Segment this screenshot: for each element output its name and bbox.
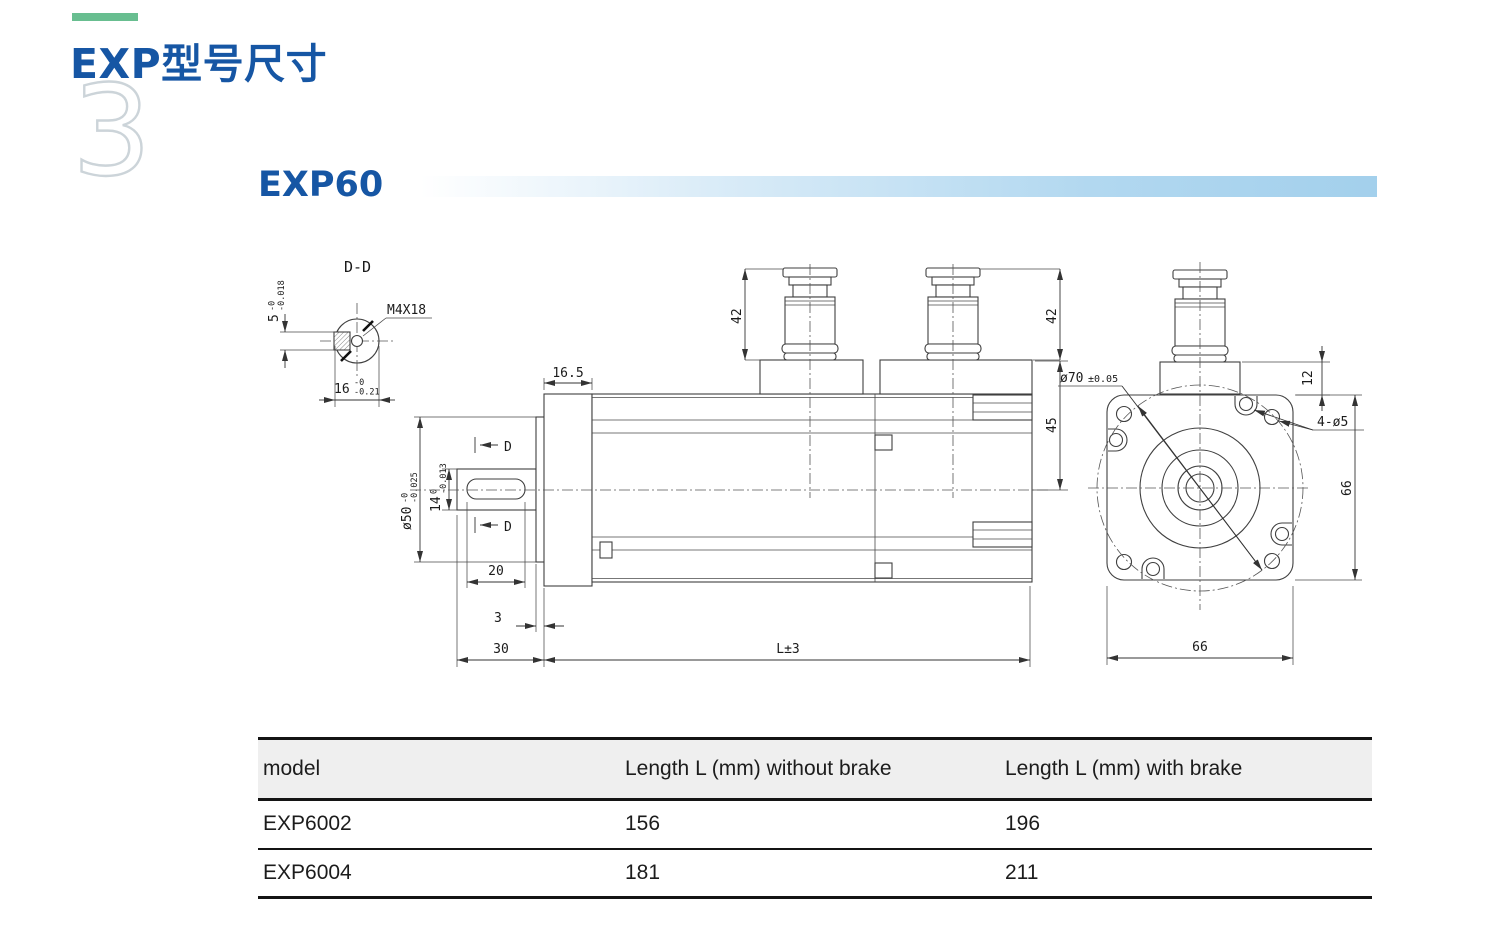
cad-drawing-svg: D-D 5 -0 -0.018 <box>267 258 1364 667</box>
heading-gradient-band <box>420 176 1377 197</box>
svg-text:42: 42 <box>1045 308 1060 324</box>
connector-base-right <box>879 359 1033 395</box>
svg-text:±0.05: ±0.05 <box>1088 374 1118 385</box>
section-number: 3 <box>71 58 153 201</box>
svg-text:-0.018: -0.018 <box>277 280 287 311</box>
dimension-table: model Length L (mm) without brake Length… <box>258 737 1372 899</box>
svg-text:D: D <box>504 440 512 455</box>
svg-text:5: 5 <box>267 314 282 322</box>
dim-top-to-axis: 45 <box>1045 417 1060 433</box>
dim-connector-height-left: 42 <box>730 308 745 324</box>
header-length-without-brake: Length L (mm) without brake <box>625 757 892 780</box>
svg-text:-0: -0 <box>268 301 278 311</box>
header-model: model <box>263 757 321 780</box>
dimension-drawing: D-D 5 -0 -0.018 <box>250 240 1390 685</box>
dimensions-side: 16.5 42 42 45 <box>400 268 1068 667</box>
dim-spigot-thickness: 3 <box>494 611 502 626</box>
header-length-with-brake: Length L (mm) with brake <box>1005 757 1243 780</box>
svg-text:-0: -0 <box>401 493 411 503</box>
centerlines <box>410 262 1310 610</box>
dim-flange-height: 66 <box>1340 480 1355 496</box>
cell-length-with-brake: 211 <box>1005 860 1039 884</box>
section-marker-lower: D <box>474 517 512 535</box>
dimensions-end: ø70 ±0.05 12 4-ø5 <box>1058 346 1364 665</box>
dim-connector-height-right: 42 <box>1045 308 1060 324</box>
dim-flange-width: 66 <box>1192 640 1208 655</box>
mounting-hole <box>1115 553 1133 571</box>
thread-callout: M4X18 <box>387 303 426 318</box>
table-header-row: model Length L (mm) without brake Length… <box>258 738 1372 800</box>
svg-text:0: 0 <box>430 489 440 494</box>
dim-mounting-holes: 4-ø5 <box>1317 415 1348 430</box>
cell-model: EXP6004 <box>263 860 352 884</box>
svg-text:66: 66 <box>1340 480 1355 496</box>
dim-spigot-diameter: ø50 -0 -0.025 <box>400 472 420 530</box>
svg-text:16: 16 <box>334 382 350 397</box>
section-number-text: 3 <box>72 59 152 201</box>
svg-text:42: 42 <box>730 308 745 324</box>
section-marker-upper: D <box>474 437 512 455</box>
page-title: EXP型号尺寸 <box>70 40 328 88</box>
cell-length-without-brake: 181 <box>625 860 661 884</box>
dim-shaft-length: 30 <box>493 642 509 657</box>
svg-text:-0.013: -0.013 <box>439 463 449 494</box>
svg-text:D: D <box>504 520 512 535</box>
section-view-label: D-D <box>344 258 371 276</box>
svg-text:14: 14 <box>429 496 444 512</box>
section-detail-dd: D-D 5 -0 -0.018 <box>267 258 432 407</box>
dim-key-height: 5 -0 -0.018 <box>267 280 287 322</box>
model-heading: EXP60 <box>258 165 384 205</box>
svg-text:ø70: ø70 <box>1060 371 1083 386</box>
svg-text:-0.21: -0.21 <box>354 388 380 398</box>
mounting-hole <box>1263 552 1281 570</box>
green-accent-bar <box>72 13 138 21</box>
mounting-hole <box>1115 405 1133 423</box>
dim-boss-height: 12 <box>1301 370 1316 386</box>
dim-shaft-diameter: 14 0 -0.013 <box>429 463 449 512</box>
dim-flange-thickness: 16.5 <box>552 366 583 381</box>
connector-base-left <box>759 359 864 395</box>
dim-pilot-diameter: ø70 ±0.05 <box>1060 371 1118 386</box>
dim-key-length: 20 <box>488 564 504 579</box>
dim-section-width: 16 -0 -0.21 <box>334 378 380 398</box>
svg-text:ø50: ø50 <box>400 507 415 530</box>
table-row: EXP6004 181 211 <box>258 849 1372 898</box>
cell-length-without-brake: 156 <box>625 812 661 836</box>
dim-body-length: L±3 <box>776 642 799 657</box>
svg-text:-0: -0 <box>354 378 364 388</box>
svg-text:45: 45 <box>1045 417 1060 433</box>
svg-text:-0.025: -0.025 <box>410 472 420 503</box>
cell-model: EXP6002 <box>263 812 352 836</box>
table-row: EXP6002 156 196 <box>258 800 1372 849</box>
svg-text:12: 12 <box>1301 370 1316 386</box>
mounting-hole <box>1263 408 1281 426</box>
cell-length-with-brake: 196 <box>1005 812 1041 836</box>
